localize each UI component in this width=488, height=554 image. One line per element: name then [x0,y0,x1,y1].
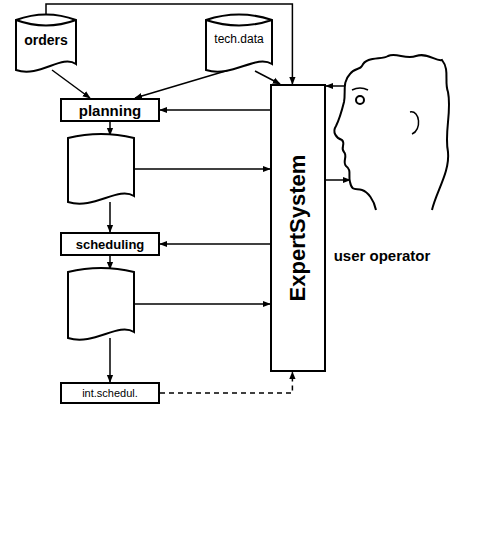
user-figure: user operator [332,52,450,304]
drum-path [16,15,76,72]
eye [356,96,364,104]
brow [352,88,368,90]
process-box: planning [60,98,160,122]
drum-path [206,15,272,72]
node-label: planning [79,102,142,119]
process-box: scheduling [60,232,160,256]
process-box: int.schedul. [60,382,160,404]
flow-arrow [109,338,111,382]
node-label: ExpertSystem [285,155,311,302]
document-shape [67,266,135,342]
flow-arrow [160,243,270,245]
flow-arrow [109,202,111,232]
ear [410,112,419,134]
flow-arrow [255,71,280,84]
doc-path [68,134,134,204]
node-label: orders [15,32,77,48]
flow-arrow [46,4,292,84]
doc-outline [67,266,135,342]
node-label: int.schedul. [82,387,138,399]
document-shape [67,132,135,206]
flow-arrow [135,168,270,170]
node-label: tech.data [205,32,273,46]
dashed-arrow [160,372,292,393]
flow-arrow [326,179,350,181]
flow-arrow [160,109,270,111]
flow-arrow [52,70,90,98]
expert-system-box: ExpertSystem [270,84,326,372]
doc-path [68,268,134,340]
face-outline [332,52,450,304]
flow-arrow [109,122,111,135]
node-label: user operator [332,237,432,275]
head-outline [334,55,449,210]
flow-arrow [109,256,111,269]
doc-outline [67,132,135,206]
data-store: tech.data [205,12,273,74]
flow-arrow [135,70,229,98]
flow-arrow [135,303,270,305]
data-store: orders [15,12,77,74]
node-label: scheduling [76,237,145,252]
